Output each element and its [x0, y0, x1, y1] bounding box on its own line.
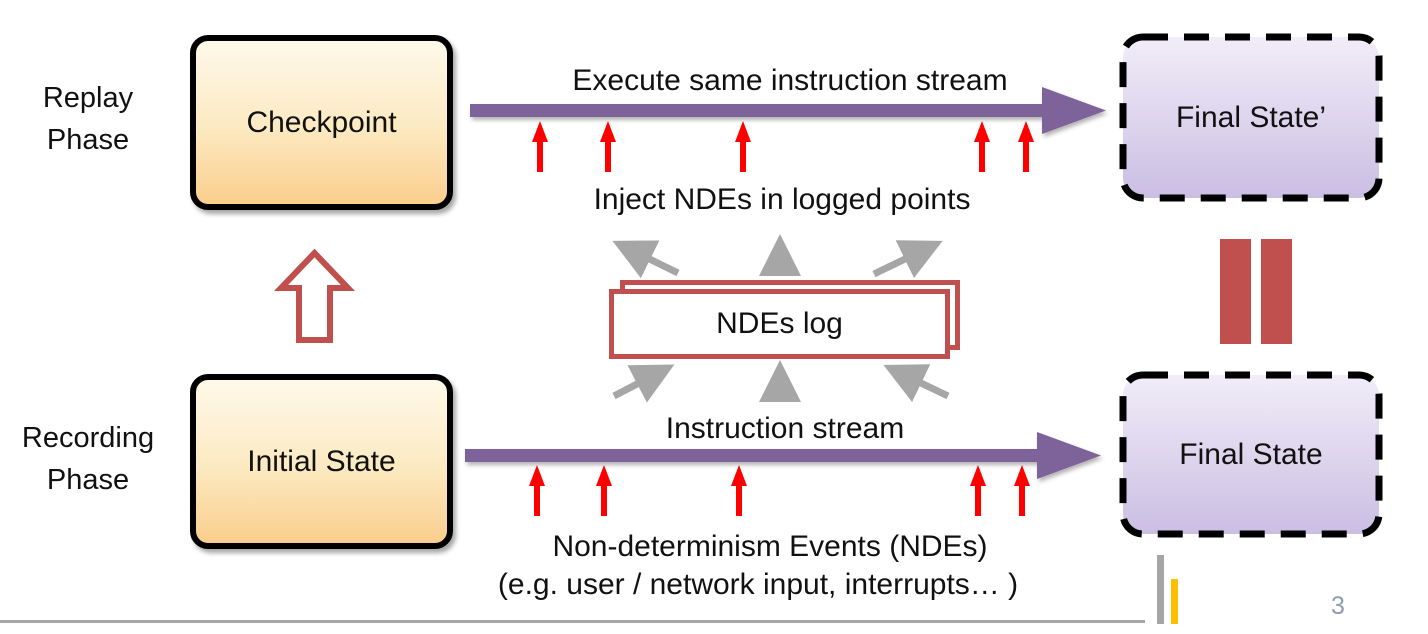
page-number: 3 [1331, 592, 1345, 620]
checkpoint-box: Checkpoint [190, 35, 453, 210]
final-state-prime-label: Final State’ [1175, 100, 1327, 134]
log-flow-arrow-icons [612, 234, 950, 403]
initial-state-box: Initial State [190, 374, 453, 549]
nde-examples-caption: (e.g. user / network input, interrupts… … [497, 568, 1019, 601]
recording-stream-arrow [465, 432, 1101, 479]
final-state-label: Final State [1179, 437, 1323, 471]
checkpoint-restore-arrow-icon [273, 248, 356, 343]
replay-stream-arrow [470, 87, 1106, 134]
recording-phase-label: Recording Phase [21, 422, 155, 496]
equivalence-bar-right [1261, 239, 1292, 344]
footer-rule [0, 620, 1145, 623]
footer-tick-gray [1157, 555, 1164, 624]
ndes-log-label: NDEs log [716, 307, 843, 340]
equivalence-bar-left [1220, 239, 1251, 344]
replay-arrow-caption: Execute same instruction stream [572, 64, 1008, 97]
final-state-prime-box: Final State’ [1119, 33, 1383, 202]
final-state-box: Final State [1119, 371, 1383, 538]
ndes-log-box: NDEs log [609, 289, 950, 359]
nde-marker-icons-replay [532, 121, 1034, 172]
checkpoint-box-label: Checkpoint [246, 105, 397, 139]
nde-title-caption: Non-determinism Events (NDEs) [552, 530, 988, 563]
final-state-prime-border [1119, 33, 1383, 202]
recording-arrow-caption: Instruction stream [665, 412, 905, 445]
footer-tick-yellow [1171, 579, 1178, 624]
initial-state-box-label: Initial State [247, 444, 396, 478]
nde-marker-icons-recording [529, 465, 1030, 516]
final-state-border [1119, 371, 1383, 538]
inject-caption: Inject NDEs in logged points [593, 183, 971, 216]
replay-phase-label: Replay Phase [42, 82, 134, 156]
